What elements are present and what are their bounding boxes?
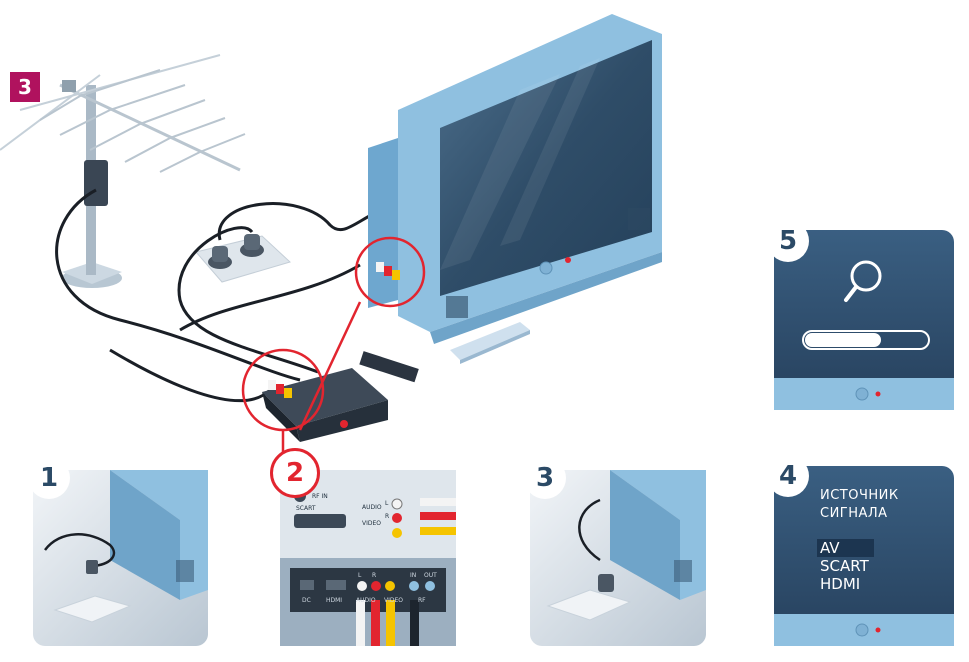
label-out: OUT xyxy=(424,572,437,579)
step-1-badge: 1 xyxy=(28,457,70,499)
label-r: R xyxy=(385,513,390,520)
label-scart: SCART xyxy=(296,505,316,512)
label-video-bottom: VIDEO xyxy=(384,597,404,604)
power-socket xyxy=(195,234,291,283)
step-4-badge: 4 xyxy=(767,455,809,497)
antenna xyxy=(0,54,246,288)
label-rf: RF xyxy=(418,597,426,604)
label-l: L xyxy=(385,500,389,507)
source-menu-title-line2: СИГНАЛА xyxy=(820,506,888,521)
panel-step-3 xyxy=(530,470,706,646)
label-hdmi: HDMI xyxy=(326,597,343,604)
rca-plugs-tv xyxy=(376,262,400,280)
callouts xyxy=(241,236,426,452)
label-video: VIDEO xyxy=(362,520,382,527)
step-2-badge: 2 xyxy=(270,448,320,498)
panel-step-5 xyxy=(774,230,954,410)
panel-step-2 xyxy=(280,470,456,646)
label-dc: DC xyxy=(302,597,311,604)
cables xyxy=(55,188,396,402)
rca-plugs-receiver xyxy=(268,380,292,398)
antenna-step-tag: 3 xyxy=(10,72,40,102)
label-in: IN xyxy=(410,572,417,579)
label-audio-bottom: AUDIO xyxy=(356,597,376,604)
label-l-bottom: L xyxy=(358,572,362,579)
label-rf-in: RF IN xyxy=(312,493,328,500)
label-r-bottom: R xyxy=(372,572,377,579)
tv-remote xyxy=(450,322,530,364)
source-menu-item-av[interactable]: AV xyxy=(817,539,874,557)
step-3-badge: 3 xyxy=(524,457,566,499)
source-menu-item-hdmi[interactable]: HDMI xyxy=(820,575,861,593)
progress-fill xyxy=(805,333,881,347)
source-menu-item-scart[interactable]: SCART xyxy=(820,557,869,575)
source-menu-title-line1: ИСТОЧНИК xyxy=(820,488,899,503)
label-audio: AUDIO xyxy=(362,504,382,511)
step-5-badge: 5 xyxy=(767,220,809,262)
panel-step-1 xyxy=(33,470,208,646)
tv xyxy=(368,14,662,344)
source-menu-title: ИСТОЧНИК СИГНАЛА xyxy=(820,487,950,523)
